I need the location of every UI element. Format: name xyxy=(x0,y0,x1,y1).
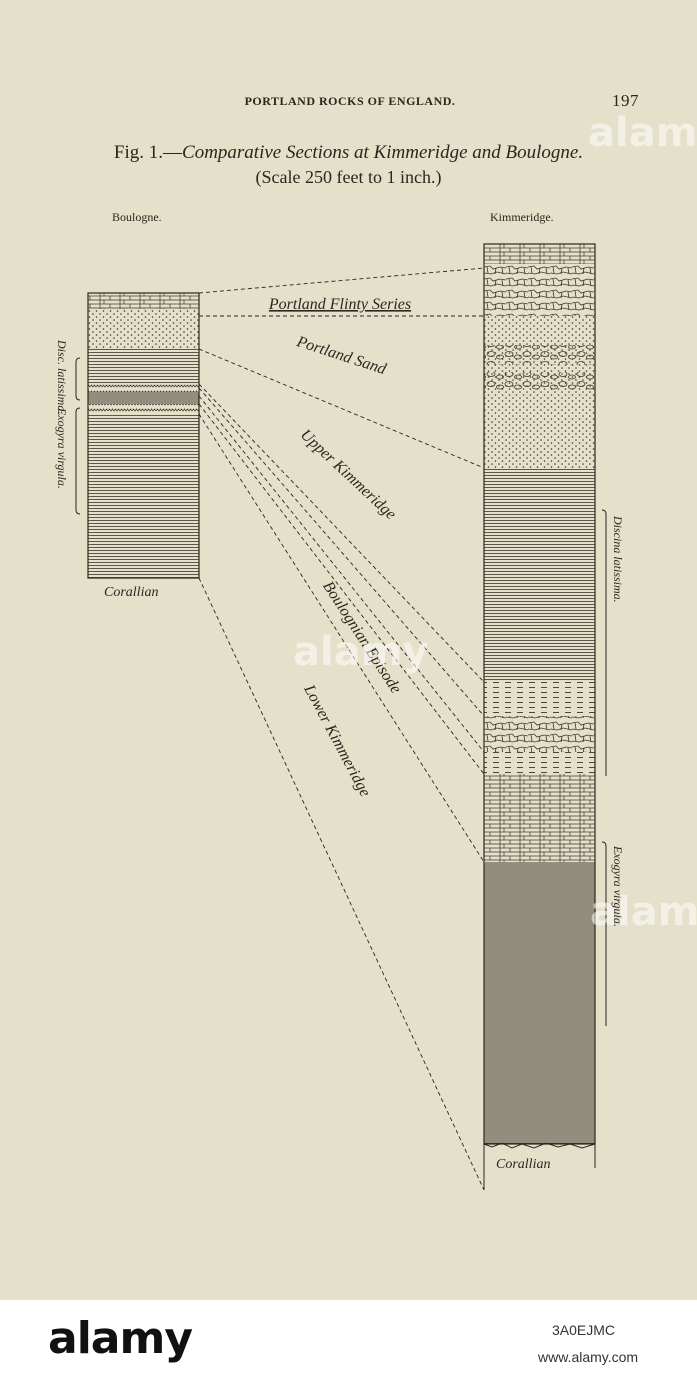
boulogne-episode-band-3 xyxy=(88,404,199,414)
boulogne-upper-kimmeridge-layer xyxy=(88,349,199,384)
boulogne-disc-bracket xyxy=(75,357,81,401)
kimmeridge-exogyra-bracket xyxy=(601,841,607,1026)
boulogne-lower-kimmeridge-layer xyxy=(88,414,199,578)
portland-flinty-label: Portland Flinty Series xyxy=(268,296,411,313)
boulogne-column-outline xyxy=(87,292,200,579)
boulogne-episode-band-1 xyxy=(88,384,199,392)
portland-sand-label: Portland Sand xyxy=(294,333,389,378)
kimmeridge-column xyxy=(483,243,596,1190)
watermarks: alamy alamy alamy xyxy=(293,110,697,935)
watermark-center: alamy xyxy=(293,629,428,675)
correlation-line-episode-4 xyxy=(198,403,485,775)
page-number: 197 xyxy=(612,91,639,110)
correlation-line-corallian xyxy=(198,577,485,1191)
figure-caption: Comparative Sections at Kimmeridge and B… xyxy=(182,142,584,163)
correlation-line-episode-1 xyxy=(198,383,485,683)
kimmeridge-nodule-band-1 xyxy=(484,345,595,365)
boulogne-episode-band-2 xyxy=(88,392,199,404)
figure-scale-note: (Scale 250 feet to 1 inch.) xyxy=(255,167,442,187)
boulogne-exogyra-label: Exogyra virgula. xyxy=(55,407,69,489)
boulogne-exogyra-bracket xyxy=(75,407,81,515)
boulogne-flinty-layer xyxy=(88,293,199,309)
running-head: PORTLAND ROCKS OF ENGLAND. xyxy=(244,94,456,108)
correlation-line-episode-base xyxy=(198,413,485,863)
correlation-lines xyxy=(198,267,485,1191)
kimmeridge-corallian-label: Corallian xyxy=(496,1157,550,1172)
kimmeridge-column-outline xyxy=(483,243,596,1145)
image-id: 3A0EJMC xyxy=(552,1322,616,1338)
watermark-top-right: alamy xyxy=(588,110,697,156)
site-url: www.alamy.com xyxy=(538,1349,639,1365)
kimmeridge-episode-band-4 xyxy=(484,774,595,862)
stock-footer xyxy=(0,1300,697,1390)
kimmeridge-base-wavy-line xyxy=(483,1142,596,1149)
boulogne-heading: Boulogne. xyxy=(112,210,162,224)
boulogne-disc-label: Disc. latissima. xyxy=(55,339,69,414)
kimmeridge-sand-layer xyxy=(484,316,595,468)
kimmeridge-exogyra-label: Exogyra virgula. xyxy=(611,845,625,927)
correlation-labels: Portland Flinty Series Portland Sand Upp… xyxy=(268,296,411,800)
figure-title: Fig. 1.—Comparative Sections at Kimmerid… xyxy=(0,142,697,164)
kimmeridge-cap-layer xyxy=(484,244,595,264)
section-diagram: Portland Flinty Series Portland Sand Upp… xyxy=(55,110,697,1191)
correlation-line-episode-2 xyxy=(198,387,485,717)
alamy-logo: alamy xyxy=(48,1313,193,1364)
kimmeridge-episode-band-2 xyxy=(484,716,595,752)
boulogne-column xyxy=(87,292,200,579)
kimmeridge-lower-layer xyxy=(484,862,595,1144)
kimmeridge-discina-label: Discina latissima. xyxy=(611,515,625,603)
upper-kimmeridge-label: Upper Kimmeridge xyxy=(297,426,399,523)
correlation-line-episode-3 xyxy=(198,395,485,753)
correlation-line-sand-base xyxy=(198,348,485,469)
kimmeridge-upper-layer xyxy=(484,468,595,682)
kimmeridge-flinty-layer xyxy=(484,264,595,316)
kimmeridge-nodule-band-2 xyxy=(484,372,595,390)
correlation-line-top xyxy=(198,267,485,294)
kimmeridge-episode-band-3 xyxy=(484,752,595,774)
boulogne-sand-layer xyxy=(88,309,199,349)
kimmeridge-episode-band-1 xyxy=(484,682,595,716)
lower-kimmeridge-label: Lower Kimmeridge xyxy=(300,681,374,799)
fossil-range-brackets xyxy=(75,357,607,1026)
corallian-labels: Corallian Corallian xyxy=(104,585,550,1172)
boulogne-corallian-label: Corallian xyxy=(104,585,158,600)
fossil-range-labels: Disc. latissima. Exogyra virgula. Discin… xyxy=(55,339,625,927)
kimmeridge-heading: Kimmeridge. xyxy=(490,210,554,224)
kimmeridge-discina-bracket xyxy=(601,509,607,776)
watermark-right: alamy xyxy=(590,889,697,935)
figure-prefix: Fig. 1.— xyxy=(113,142,183,163)
